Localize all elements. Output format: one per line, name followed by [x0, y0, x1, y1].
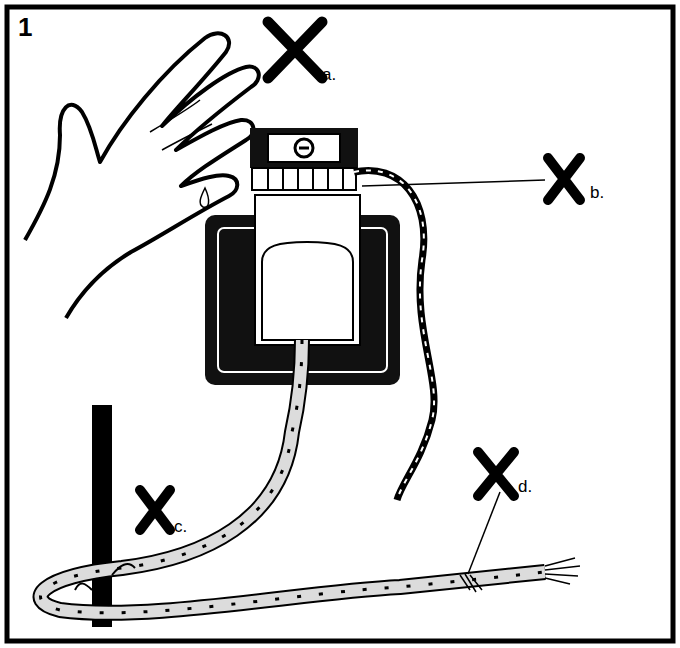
wire-twist	[354, 170, 434, 500]
x-mark	[140, 490, 170, 530]
callout-letter: a.	[322, 66, 336, 83]
plug-face	[262, 242, 353, 340]
cap-screw	[295, 139, 313, 157]
plug-body	[255, 195, 360, 345]
x-mark	[478, 452, 514, 496]
water-drop	[200, 188, 209, 207]
exposed-prongs	[252, 168, 356, 190]
cord-outline	[41, 340, 545, 613]
x-mark	[268, 22, 322, 78]
screw-slot	[299, 147, 309, 150]
leader-line	[468, 492, 500, 574]
callout-letter: c.	[174, 518, 187, 535]
prong-lines	[268, 168, 343, 190]
frayed-strands	[460, 558, 580, 592]
water-pipe	[92, 405, 112, 627]
plug-cap	[250, 128, 358, 168]
leader-line	[362, 180, 545, 186]
x-mark	[548, 158, 580, 200]
cord-around-pipe	[75, 564, 135, 590]
callout-letter: b.	[590, 184, 604, 201]
figure-number: 1	[18, 14, 32, 40]
cord-wrap	[41, 340, 545, 613]
hand-lines	[150, 100, 212, 150]
cap-window	[268, 134, 340, 162]
twisted-wire	[354, 170, 434, 500]
callout-letter: d.	[518, 478, 532, 495]
cord	[41, 340, 545, 613]
frame	[7, 7, 673, 641]
